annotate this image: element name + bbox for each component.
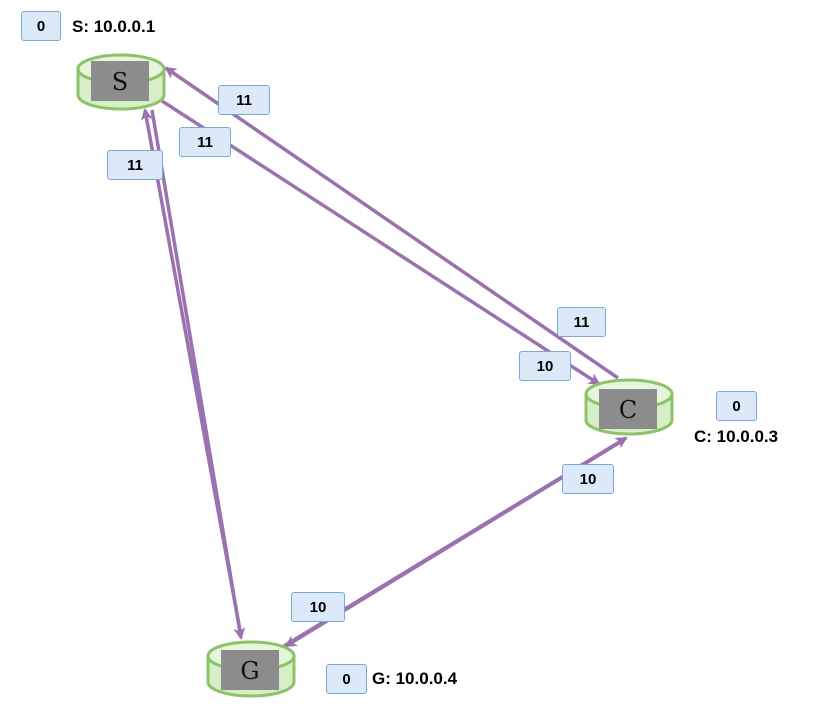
- router-s[interactable]: S: [76, 53, 166, 111]
- router-c-letter: C: [619, 396, 637, 424]
- link-s-to-c[interactable]: [161, 99, 601, 386]
- router-c-address: C: 10.0.0.3: [694, 427, 779, 446]
- link-c-s-start-weight: 11: [557, 307, 606, 337]
- link-s-c-start-weight: 11: [179, 127, 231, 157]
- router-c[interactable]: C: [584, 378, 674, 436]
- router-s-letter: S: [112, 68, 128, 96]
- router-s-counter: 0: [21, 11, 61, 41]
- link-s-g-start-weight: 11: [107, 150, 163, 180]
- router-c-counter: 0: [716, 391, 757, 421]
- link-g-to-s[interactable]: [140, 108, 243, 637]
- link-s-c-end-weight: 10: [519, 351, 571, 381]
- router-g-box: [221, 650, 279, 690]
- router-s-address: S: 10.0.0.1: [72, 17, 156, 36]
- router-g-letter: G: [240, 657, 259, 685]
- router-g-counter: 0: [326, 664, 367, 694]
- router-s-box: [91, 61, 149, 101]
- link-g-c-end-weight: 10: [562, 464, 614, 494]
- link-c-s-end-weight: 11: [218, 85, 270, 115]
- router-c-box: [599, 389, 657, 429]
- router-g-address: G: 10.0.0.4: [372, 669, 458, 688]
- link-g-c-start-weight: 10: [291, 592, 345, 622]
- router-g[interactable]: G: [206, 640, 296, 698]
- link-c-to-s[interactable]: [164, 66, 619, 380]
